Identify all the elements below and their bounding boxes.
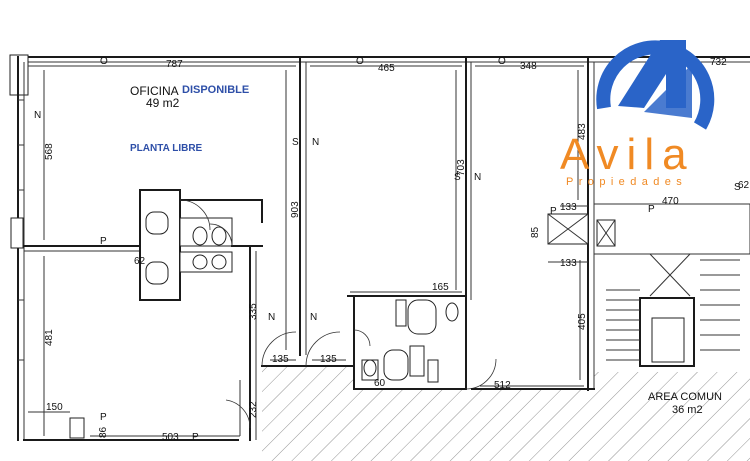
- dim-85: 85: [530, 226, 541, 238]
- dim-787: 787: [166, 59, 183, 70]
- mark-p-5: P: [550, 206, 557, 217]
- mark-p-3: P: [100, 412, 107, 423]
- mark-n-2: N: [312, 137, 319, 148]
- room-note: PLANTA LIBRE: [130, 143, 203, 154]
- common-area-size: 36 m2: [672, 404, 703, 416]
- dim-edge: 62: [738, 180, 750, 191]
- mark-n-3: N: [474, 172, 481, 183]
- dim-903: 903: [290, 201, 301, 218]
- hatched-floor-right: [594, 372, 750, 461]
- mark-n-1: N: [34, 110, 41, 121]
- brand-logo: [596, 40, 715, 130]
- dim-135-b: 135: [320, 354, 337, 365]
- dim-60: 60: [374, 378, 386, 389]
- dim-135-a: 135: [272, 354, 289, 365]
- dim-stair-top: 133: [560, 202, 577, 213]
- hatched-floor-left: [262, 366, 354, 461]
- dim-568: 568: [44, 143, 55, 160]
- dim-62: 62: [134, 256, 146, 267]
- mark-s-3: S: [734, 182, 741, 193]
- mark-p-2: P: [648, 204, 655, 215]
- mark-p-1: P: [100, 236, 107, 247]
- logo-tagline: Propiedades: [566, 176, 688, 188]
- room-status: DISPONIBLE: [182, 84, 249, 96]
- dim-470: 470: [662, 196, 679, 207]
- mark-n-4: N: [268, 312, 275, 323]
- dim-stair-bottom: 133: [560, 258, 577, 269]
- stair-core: [593, 203, 750, 255]
- dim-232: 232: [248, 401, 259, 418]
- logo-wordmark: Avila: [560, 130, 695, 179]
- dim-465: 465: [378, 63, 395, 74]
- mark-s-1: S: [292, 137, 299, 148]
- dim-86: 86: [98, 426, 109, 438]
- mark-o-2: O: [356, 56, 364, 67]
- dim-150: 150: [46, 402, 63, 413]
- room-area: 49 m2: [146, 96, 180, 110]
- dim-405: 405: [577, 313, 588, 330]
- logo-mark-shard: [644, 64, 692, 118]
- room-title: OFICINA: [130, 84, 179, 98]
- dim-512: 512: [494, 380, 511, 391]
- dim-348: 348: [520, 61, 537, 72]
- mark-o-3: O: [498, 56, 506, 67]
- hatched-floor-center: [354, 389, 594, 461]
- mark-p-4: P: [192, 432, 199, 443]
- dim-503: 503: [162, 432, 179, 443]
- dim-483: 483: [577, 123, 588, 140]
- dim-481: 481: [44, 329, 55, 346]
- dim-165: 165: [432, 282, 449, 293]
- dim-732: 732: [710, 57, 727, 68]
- mark-s-2: S: [454, 172, 461, 183]
- mark-o-1: O: [100, 56, 108, 67]
- elevator-shaft: [639, 297, 695, 367]
- dim-703: 703: [456, 159, 467, 176]
- dim-335: 335: [248, 303, 259, 320]
- common-area-title: AREA COMUN: [648, 391, 722, 403]
- mark-n-5: N: [310, 312, 317, 323]
